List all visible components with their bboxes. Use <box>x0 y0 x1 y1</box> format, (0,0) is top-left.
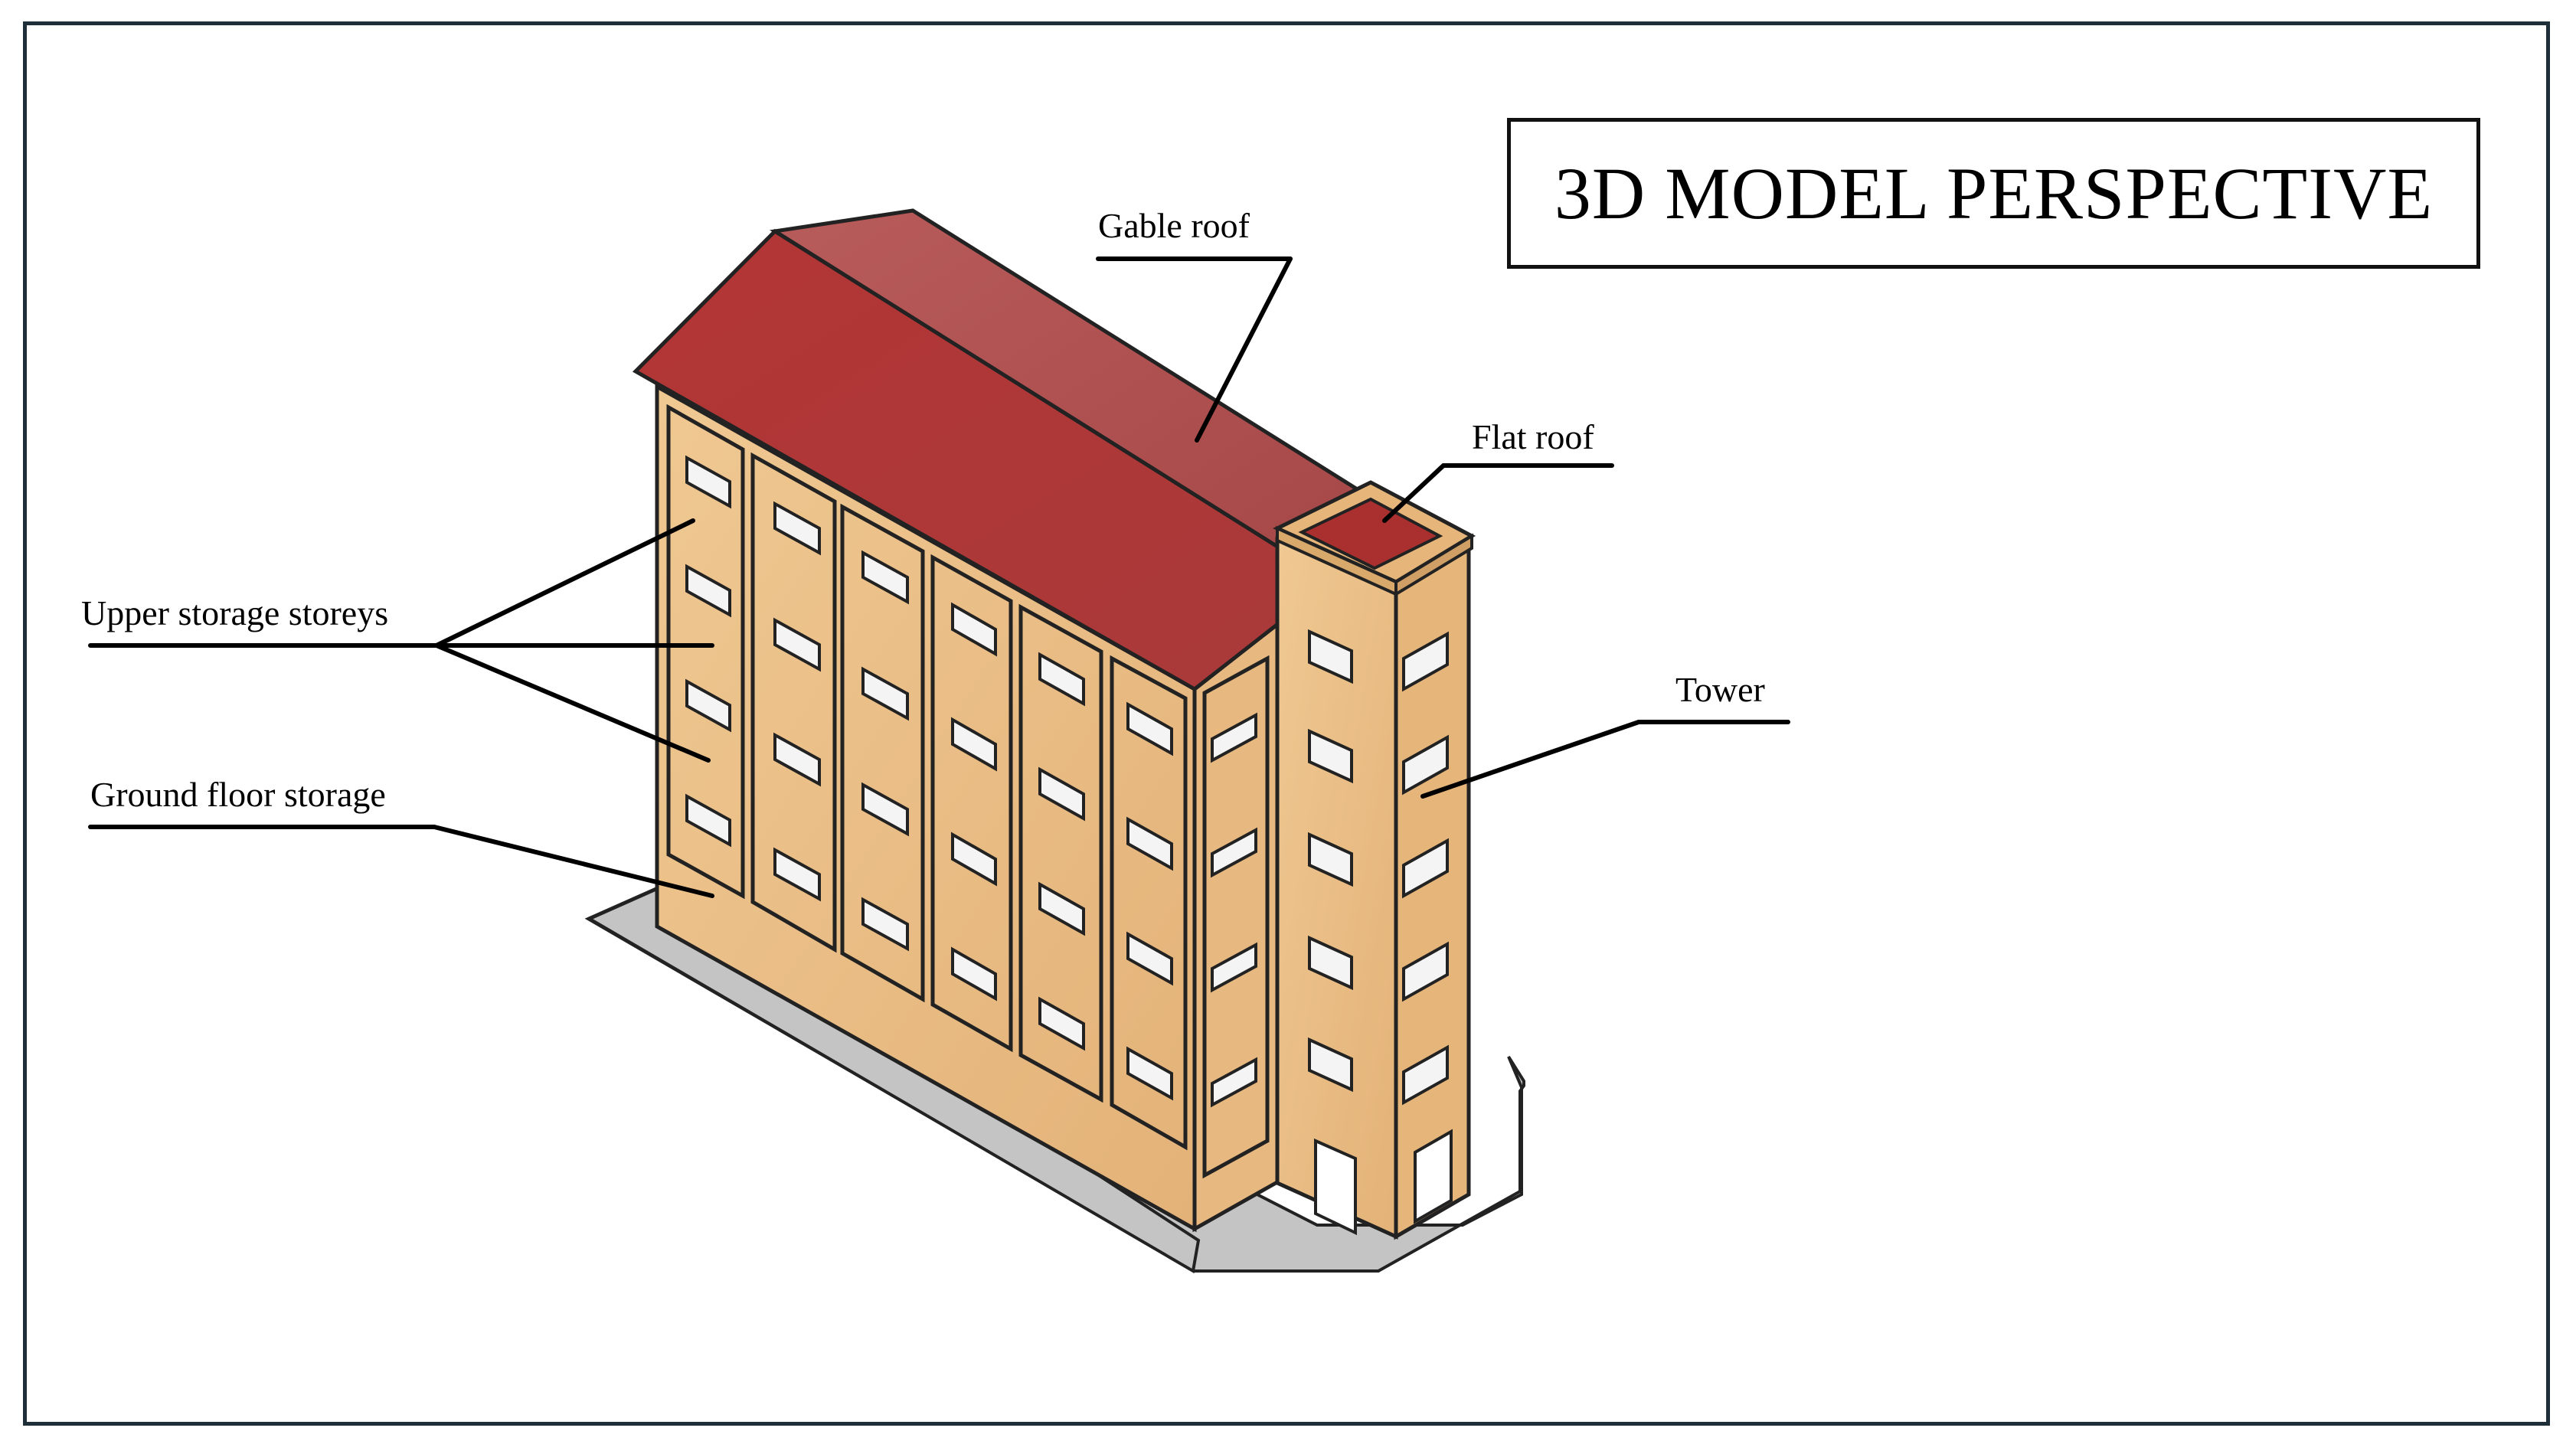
title-box: 3D MODEL PERSPECTIVE <box>1507 118 2480 269</box>
front-bays <box>666 404 1270 1179</box>
front-windows <box>685 455 1257 1108</box>
upper-storeys-leader-3 <box>434 643 711 763</box>
diagram-title: 3D MODEL PERSPECTIVE <box>1554 152 2434 234</box>
tower-opening-front <box>1314 1138 1357 1236</box>
tower-windows <box>1308 629 1449 1106</box>
label-ground-floor-storage: Ground floor storage <box>90 775 386 814</box>
label-upper-storage-storeys: Upper storage storeys <box>81 593 389 632</box>
label-tower: Tower <box>1675 670 1765 709</box>
ground-floor-leader <box>432 825 714 898</box>
ground-base-main <box>586 886 1201 1274</box>
flat-roof-leader <box>1382 463 1446 523</box>
gable-roof-ridge <box>773 230 1365 602</box>
tower-leader <box>1420 720 1641 799</box>
flat-roof-surface <box>1298 497 1443 570</box>
label-flat-roof: Flat roof <box>1472 417 1594 456</box>
label-gable-roof: Gable roof <box>1098 206 1250 245</box>
leader-lines <box>88 256 1790 898</box>
main-end-wall <box>1192 616 1285 1233</box>
gable-roof-leader <box>1195 256 1293 443</box>
flat-roof-edge-side <box>1394 533 1473 597</box>
tower-opening-side <box>1414 1129 1453 1224</box>
upper-storeys-leader-1 <box>434 518 695 648</box>
